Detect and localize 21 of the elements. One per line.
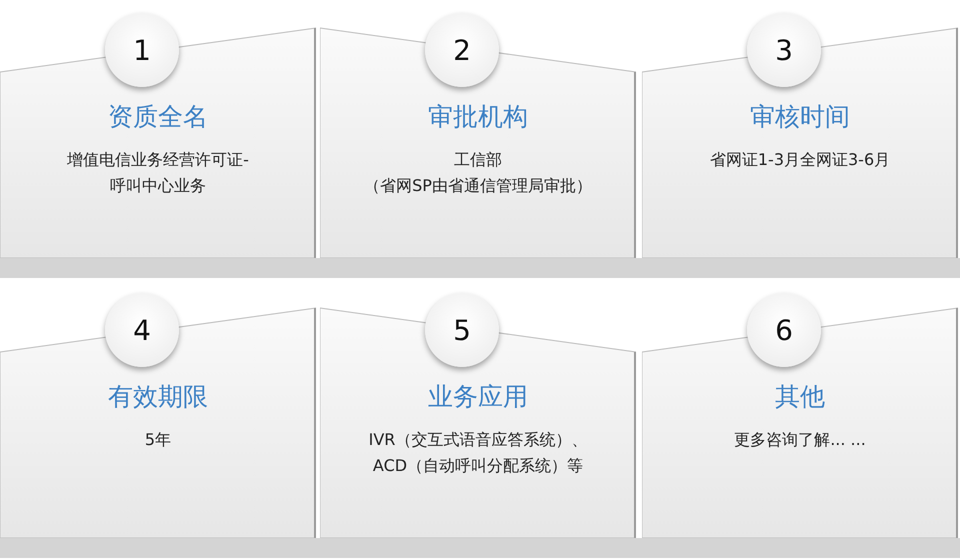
card-title: 其他 <box>775 381 825 413</box>
card-title: 审批机构 <box>428 101 528 133</box>
card-text: 增值电信业务经营许可证-呼叫中心业务 <box>66 149 250 197</box>
number-badge: 6 <box>747 293 821 367</box>
card-text: 5年 <box>144 429 172 451</box>
card-title: 业务应用 <box>428 381 528 413</box>
number-badge: 5 <box>425 293 499 367</box>
shelf-band <box>0 538 960 558</box>
card-text: 省网证1-3月全网证3-6月 <box>710 149 890 171</box>
card-title: 审核时间 <box>750 101 850 133</box>
number-badge: 3 <box>747 13 821 87</box>
card-text: （省网SP由省通信管理局审批） <box>364 174 592 197</box>
shelf-band <box>0 258 960 278</box>
number-badge: 2 <box>425 13 499 87</box>
card-title: 资质全名 <box>108 101 208 133</box>
card-title: 有效期限 <box>108 381 208 413</box>
card-text: 更多咨询了解... ... <box>734 429 866 451</box>
card-text: IVR（交互式语音应答系统）、ACD（自动呼叫分配系统）等 <box>368 429 588 477</box>
number-badge: 1 <box>105 13 179 87</box>
card-text: 工信部 <box>454 149 502 171</box>
number-badge: 4 <box>105 293 179 367</box>
